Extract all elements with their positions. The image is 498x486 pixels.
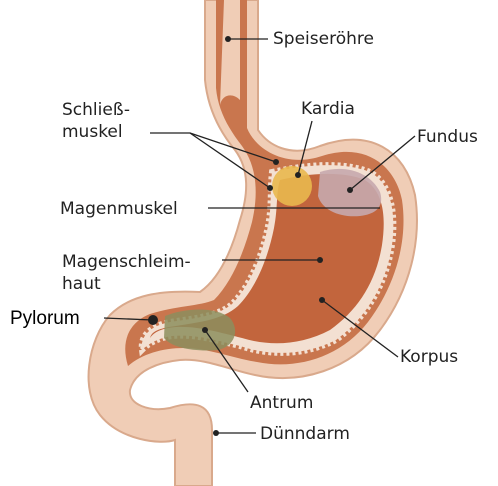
leader-lines bbox=[103, 38, 416, 434]
label-korpus: Korpus bbox=[400, 347, 459, 367]
label-magenschleimhaut-line1: Magenschleim- bbox=[62, 252, 191, 272]
kardia-region bbox=[272, 166, 312, 206]
label-antrum: Antrum bbox=[250, 393, 314, 413]
leader-endpoints bbox=[202, 36, 353, 436]
label-schliessmuskel-line2: muskel bbox=[62, 122, 123, 142]
label-kardia: Kardia bbox=[301, 99, 355, 119]
label-magenschleimhaut-line2: haut bbox=[62, 274, 101, 294]
label-pylorum: Pylorum bbox=[10, 308, 80, 329]
antrum-region bbox=[164, 309, 236, 351]
stomach-interior bbox=[150, 173, 384, 344]
label-schliessmuskel: Schließ- muskel bbox=[62, 99, 130, 143]
label-duenndarm: Dünndarm bbox=[260, 424, 350, 444]
label-speiseroehre: Speiseröhre bbox=[273, 29, 374, 49]
label-magenschleimhaut: Magenschleim- haut bbox=[62, 251, 191, 295]
esophagus-channel bbox=[220, 0, 240, 105]
label-magenmuskel: Magenmuskel bbox=[60, 199, 178, 219]
label-schliessmuskel-line1: Schließ- bbox=[62, 100, 130, 120]
label-fundus: Fundus bbox=[417, 127, 478, 147]
